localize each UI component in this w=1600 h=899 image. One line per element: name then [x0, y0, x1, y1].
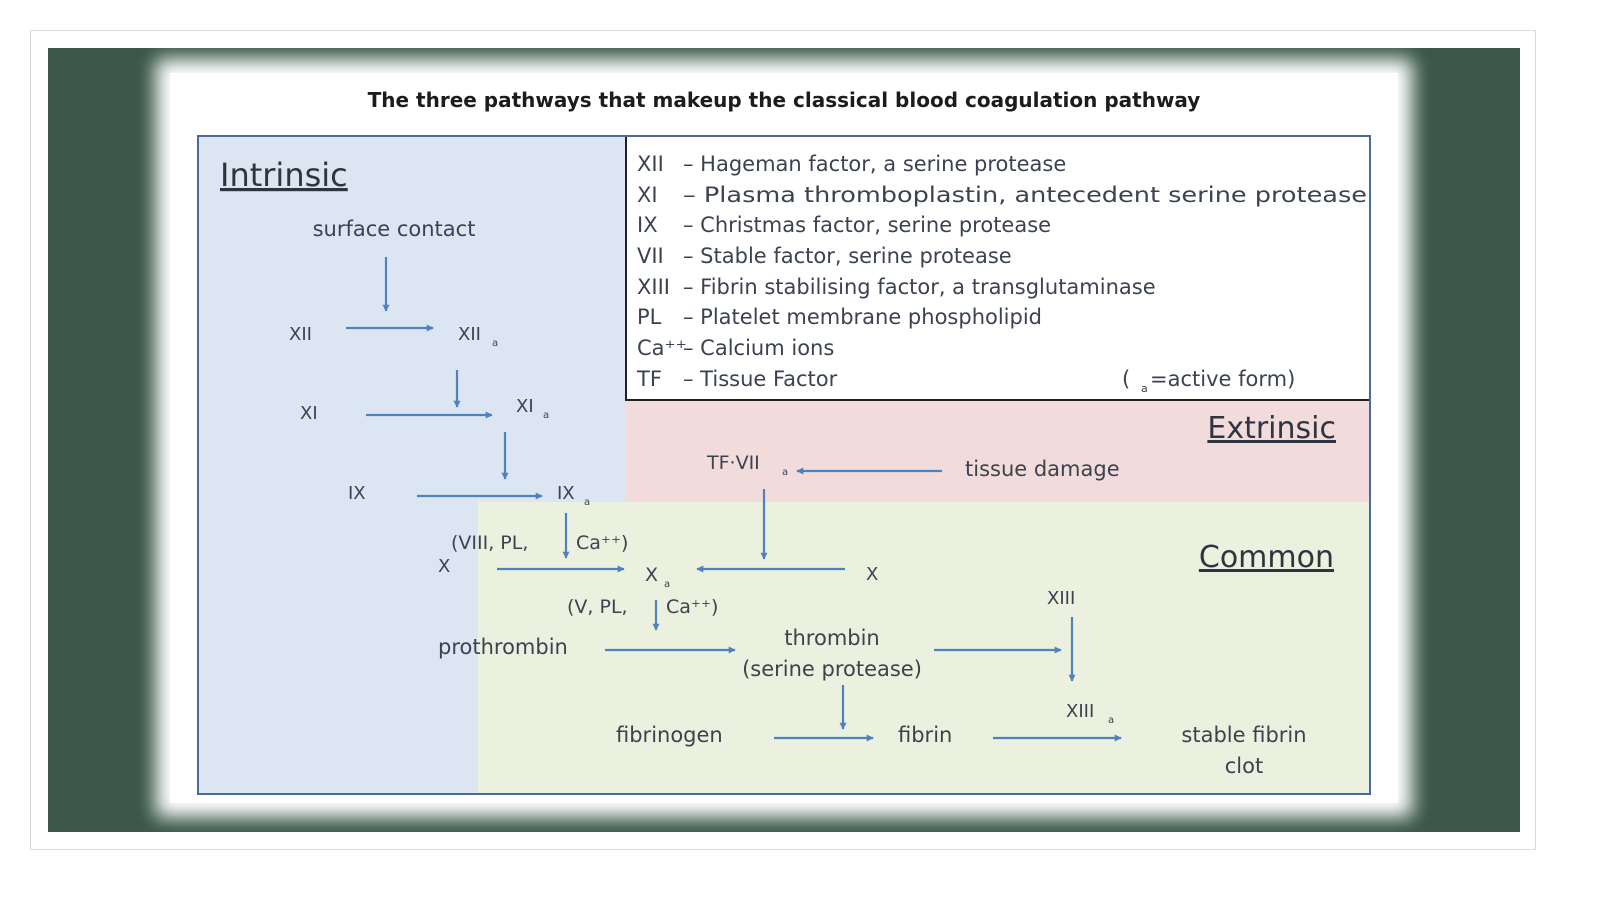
- active-subscript: a: [664, 579, 670, 590]
- stable-fibrin-label: stable fibrin: [1181, 723, 1306, 747]
- intrinsic-header: Intrinsic: [220, 156, 348, 194]
- surface-contact-label: surface contact: [313, 217, 476, 241]
- active-subscript: a: [543, 410, 549, 421]
- legend-note-open: (: [1122, 367, 1130, 391]
- legend-desc: – Stable factor, serine protease: [683, 244, 1012, 268]
- factor-xiii-active: XIII: [1066, 701, 1094, 722]
- legend: XII – Hageman factor, a serine protease …: [636, 152, 1367, 395]
- legend-code: TF: [636, 367, 662, 391]
- factor-xi: XI: [300, 403, 318, 424]
- cofactors-viii-right: Ca⁺⁺): [576, 532, 628, 554]
- legend-note: =active form): [1150, 367, 1295, 391]
- active-subscript: a: [1108, 715, 1114, 726]
- legend-code: PL: [637, 305, 662, 329]
- common-header: Common: [1199, 540, 1334, 575]
- active-subscript: a: [492, 338, 498, 349]
- active-subscript: a: [782, 467, 788, 478]
- factor-xii: XII: [289, 324, 312, 345]
- legend-desc: – Tissue Factor: [683, 367, 838, 391]
- factor-x-active: X: [645, 564, 658, 586]
- diagram-title: The three pathways that makeup the class…: [368, 88, 1201, 112]
- legend-desc: – Christmas factor, serine protease: [683, 213, 1051, 237]
- tissue-damage-label: tissue damage: [965, 457, 1120, 481]
- legend-code: VII: [637, 244, 664, 268]
- pathway-arrows: [346, 257, 1122, 742]
- factor-xi-active: XI: [516, 396, 534, 417]
- legend-code: XIII: [637, 275, 670, 299]
- active-subscript: a: [584, 497, 590, 508]
- prothrombin-label: prothrombin: [438, 635, 568, 659]
- fibrin-label: fibrin: [898, 723, 952, 747]
- legend-desc: – Platelet membrane phospholipid: [683, 305, 1042, 329]
- legend-code: IX: [637, 213, 658, 237]
- serine-protease-label: (serine protease): [742, 657, 922, 681]
- factor-x-extrinsic: X: [866, 564, 878, 585]
- factor-ix-active: IX: [557, 483, 575, 504]
- factor-ix: IX: [348, 483, 366, 504]
- diagram-frame: [197, 135, 1371, 795]
- factor-tf-vii-active: TF·VII: [706, 452, 760, 474]
- cofactors-viii-left: (VIII, PL,: [451, 532, 528, 554]
- legend-desc: – Fibrin stabilising factor, a transglut…: [683, 275, 1156, 299]
- legend-desc: – Hageman factor, a serine protease: [683, 152, 1066, 176]
- legend-code: XI: [637, 183, 658, 207]
- legend-box: [626, 136, 1370, 400]
- cofactors-v-left: (V, PL,: [567, 596, 628, 618]
- factor-x-intrinsic: X: [438, 556, 450, 577]
- clot-label: clot: [1225, 754, 1263, 778]
- cofactors-v-right: Ca⁺⁺): [666, 596, 718, 618]
- fibrinogen-label: fibrinogen: [616, 723, 723, 747]
- legend-desc: – Plasma thromboplastin, antecedent seri…: [683, 183, 1367, 207]
- factor-xiii: XIII: [1047, 588, 1075, 609]
- extrinsic-header: Extrinsic: [1207, 411, 1336, 446]
- extrinsic-region: [626, 400, 1370, 502]
- legend-code: Ca⁺⁺: [637, 336, 687, 360]
- legend-desc: – Calcium ions: [683, 336, 834, 360]
- legend-code: XII: [637, 152, 664, 176]
- legend-border: [625, 136, 1370, 401]
- legend-note-subscript: a: [1141, 382, 1148, 395]
- thrombin-label: thrombin: [784, 626, 880, 650]
- factor-xii-active: XII: [458, 324, 481, 345]
